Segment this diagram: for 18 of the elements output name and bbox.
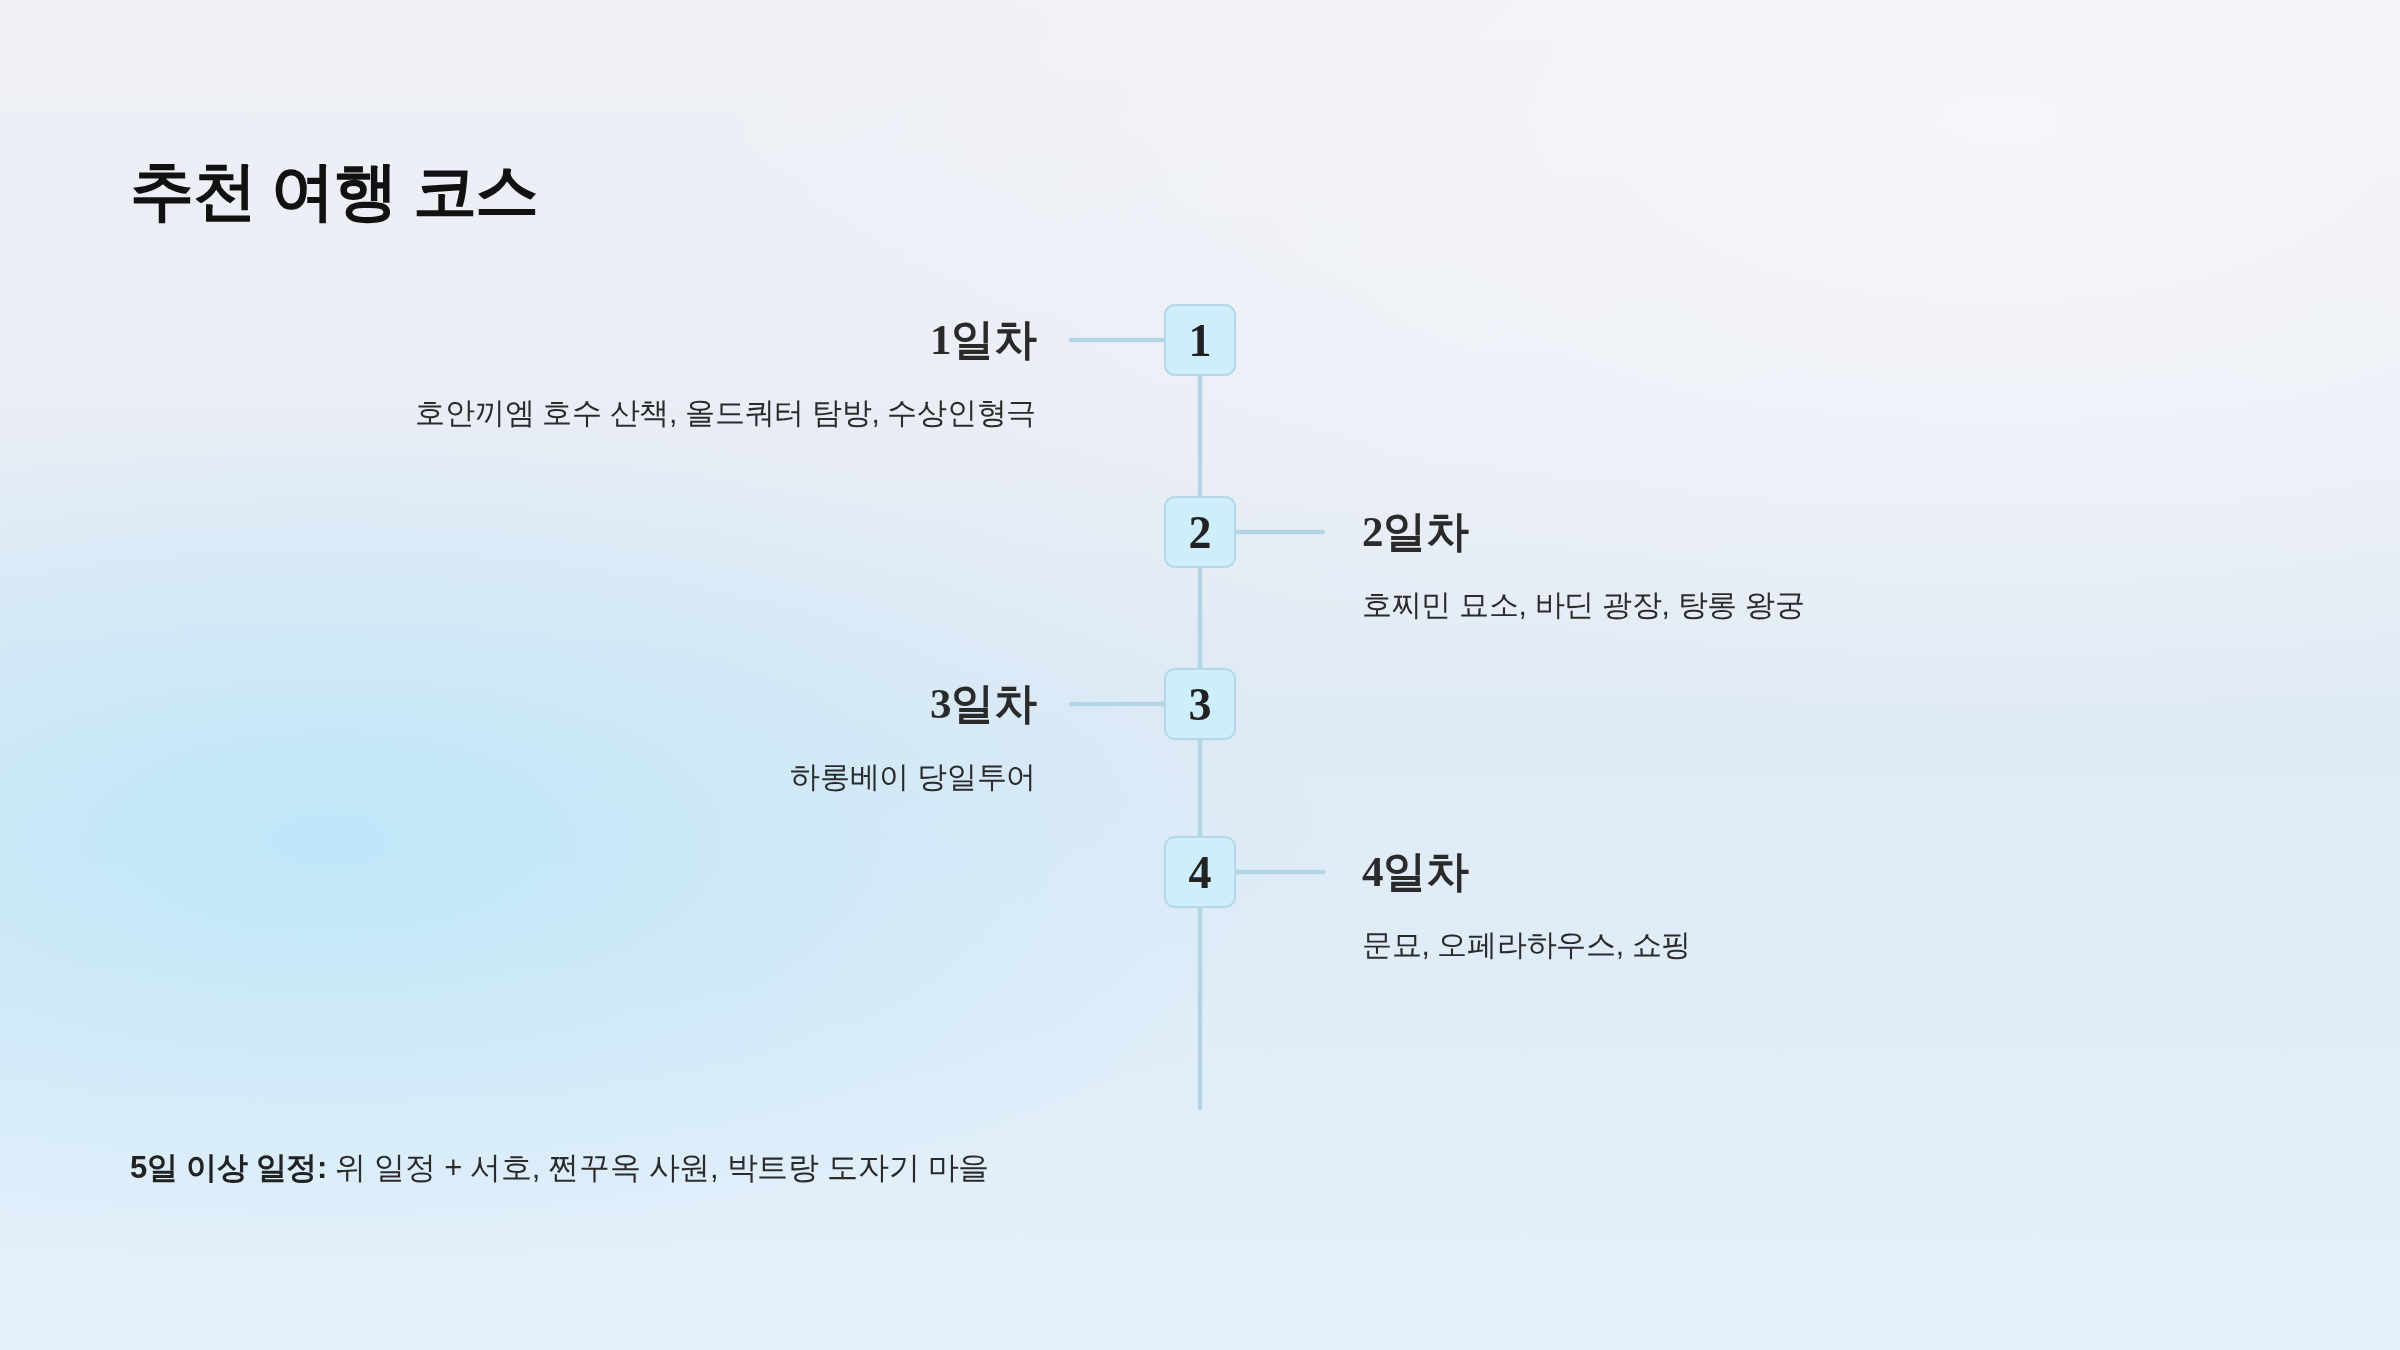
day-heading: 1일차 bbox=[930, 315, 1036, 365]
description-text: 호찌민 묘소, 바딘 광장, 탕롱 왕궁 bbox=[1362, 587, 1805, 623]
number-box: 1 bbox=[1164, 304, 1236, 376]
timeline-line bbox=[1197, 737, 1203, 839]
day-heading: 3일차 bbox=[930, 679, 1036, 729]
number-box: 3 bbox=[1164, 668, 1236, 740]
timeline-line bbox=[1197, 565, 1203, 671]
footnote-text: 5일 이상 일정: 위 일정 + 서호, 쩐꾸옥 사원, 박트랑 도자기 마을 bbox=[130, 1149, 989, 1187]
number-box: 4 bbox=[1164, 836, 1236, 908]
description-text: 하롱베이 당일투어 bbox=[790, 759, 1036, 795]
day-heading: 4일차 bbox=[1362, 847, 1468, 897]
timeline-line bbox=[1197, 373, 1203, 499]
number-box: 2 bbox=[1164, 496, 1236, 568]
title: 추천 여행 코스 bbox=[130, 154, 538, 229]
timeline-line bbox=[1197, 905, 1203, 1111]
description-text: 문묘, 오페라하우스, 쇼핑 bbox=[1362, 927, 1692, 963]
day-heading: 2일차 bbox=[1362, 507, 1468, 557]
description-text: 호안끼엠 호수 산책, 올드쿼터 탐방, 수상인형극 bbox=[415, 395, 1036, 431]
